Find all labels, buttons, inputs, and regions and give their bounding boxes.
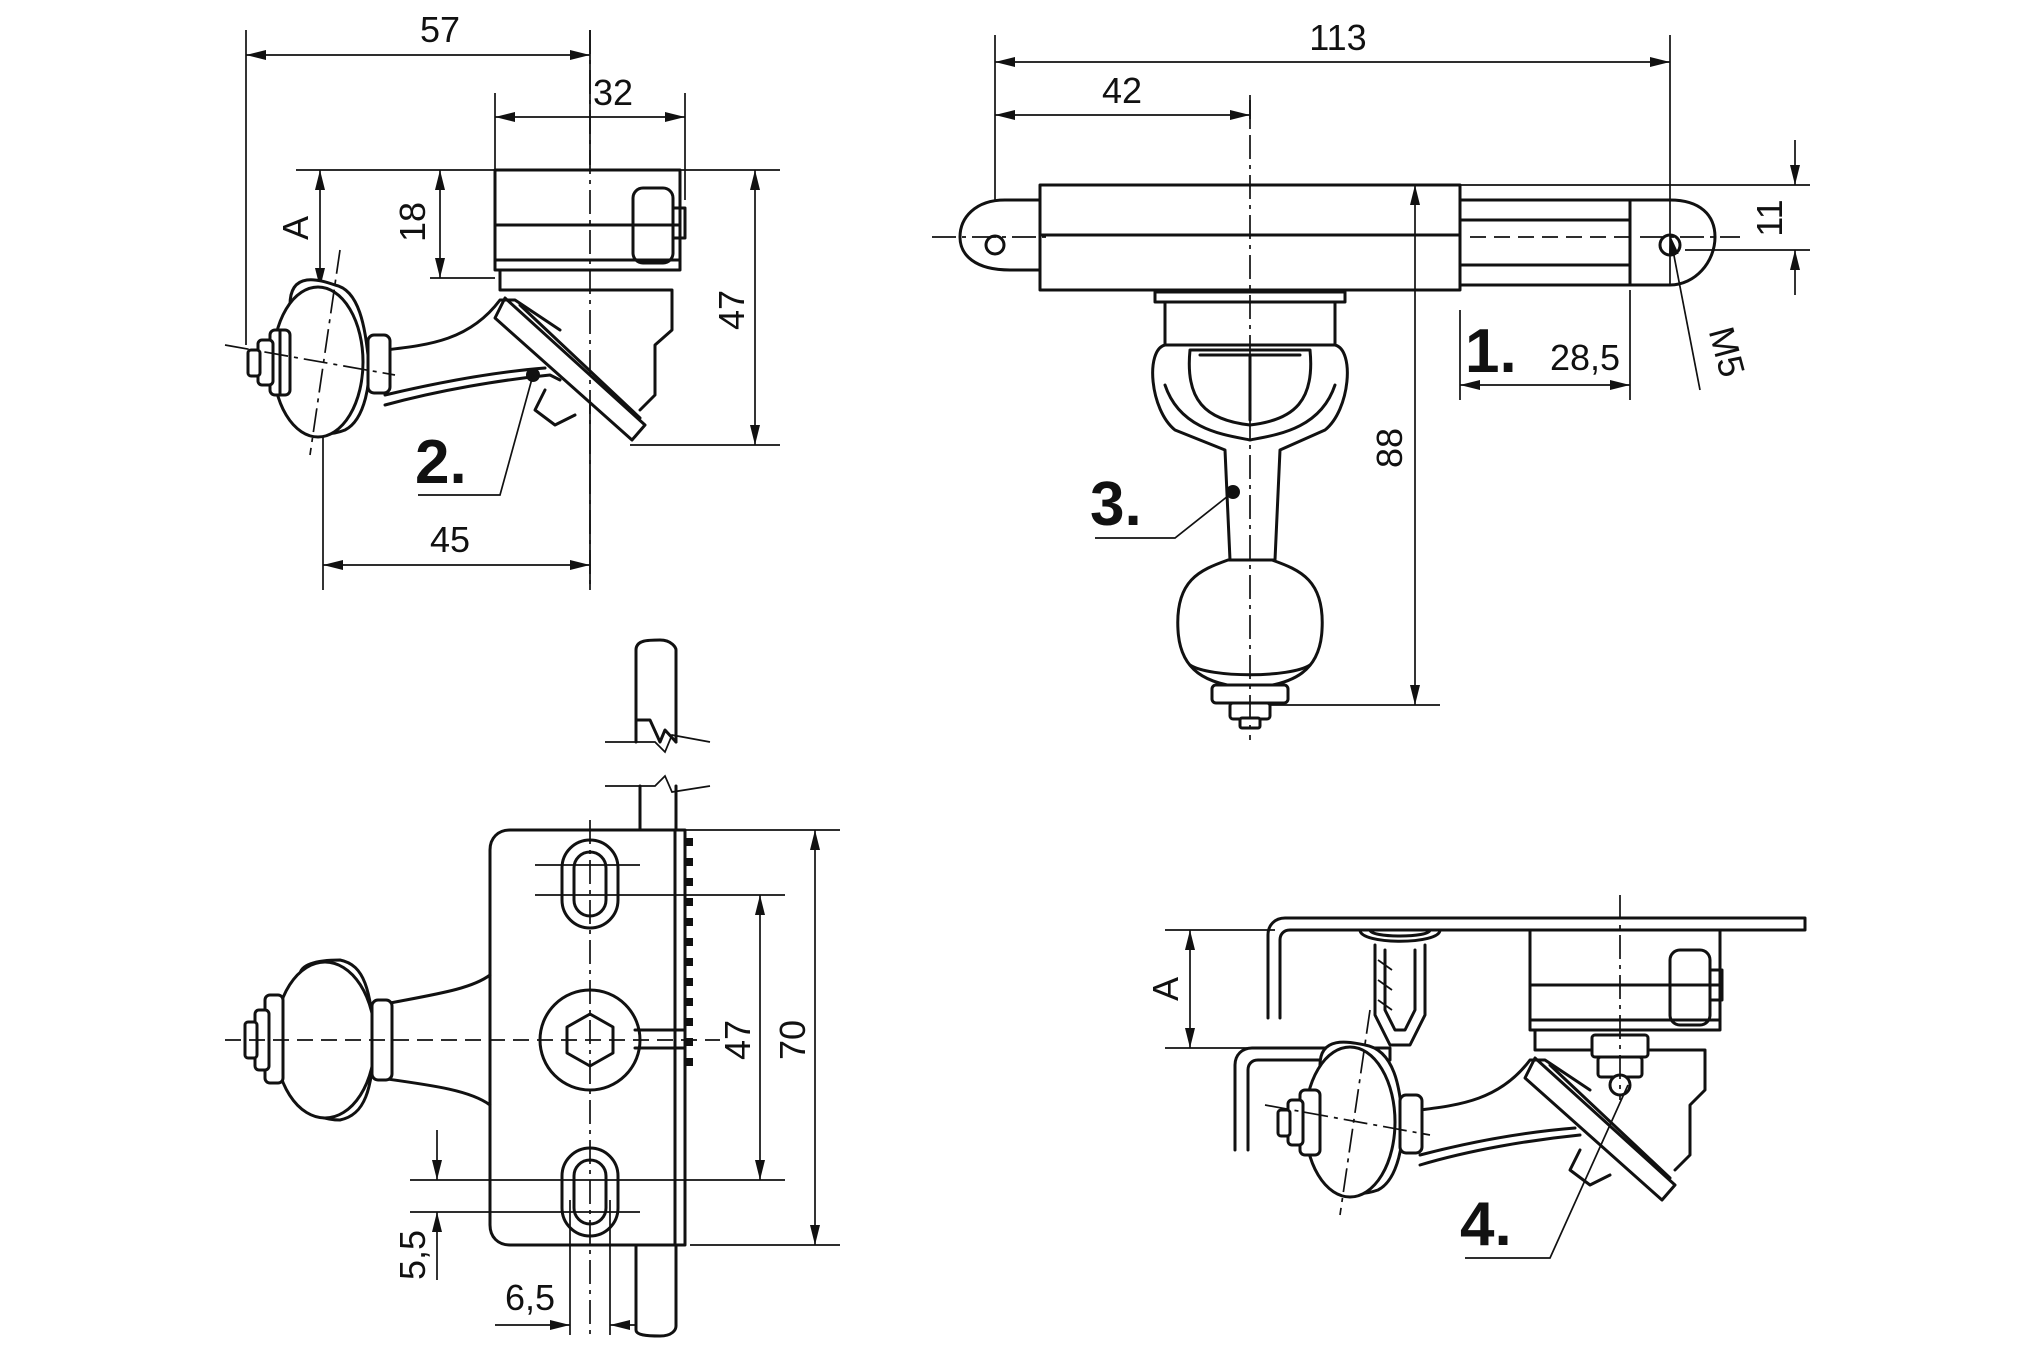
view-mounted-right: A 4.	[1145, 895, 1807, 1259]
dim-label-18: 18	[392, 202, 433, 242]
dim-label-5-5: 5,5	[392, 1230, 433, 1280]
view-front-right: 113 42 11 28,5 M5 88 1.	[932, 17, 1810, 740]
view-side-left: 57 32 18 A 47 45	[224, 9, 780, 590]
dim-label-A-mounted: A	[1145, 977, 1186, 1001]
callout-2: 2.	[415, 428, 467, 497]
mounting-panel	[1266, 916, 1807, 1020]
dim-label-113: 113	[1309, 17, 1366, 58]
plate-plan	[488, 828, 693, 1247]
stub-top	[634, 638, 678, 744]
dim-label-42: 42	[1102, 70, 1142, 111]
dim-label-57: 57	[420, 9, 460, 50]
dim-label-M5: M5	[1701, 322, 1754, 381]
lever-arm-mounted	[1276, 1040, 1677, 1202]
callout-4: 4.	[1460, 1190, 1512, 1259]
view-plan-left: 47 70 5,5 6,5	[225, 638, 840, 1338]
dim-label-47: 47	[711, 290, 752, 330]
dim-label-6-5: 6,5	[505, 1277, 555, 1318]
dim-label-A: A	[275, 216, 316, 240]
callout-3: 3.	[1090, 470, 1142, 539]
dim-label-70: 70	[772, 1020, 813, 1060]
dim-line-M5	[1668, 234, 1701, 391]
bar-assembly	[958, 183, 1717, 292]
knob-side	[246, 278, 392, 439]
dim-label-32: 32	[593, 72, 633, 113]
dim-label-47-plan: 47	[717, 1020, 758, 1060]
housing-mounted	[1528, 928, 1724, 1172]
dim-label-28-5: 28,5	[1550, 337, 1620, 378]
housing-side	[493, 168, 687, 412]
dim-label-11: 11	[1749, 199, 1790, 236]
dim-label-45: 45	[430, 519, 470, 560]
clip	[1358, 928, 1442, 1047]
lever-arm-side	[383, 296, 647, 442]
dim-label-88: 88	[1369, 428, 1410, 468]
callout-1: 1.	[1465, 317, 1517, 386]
